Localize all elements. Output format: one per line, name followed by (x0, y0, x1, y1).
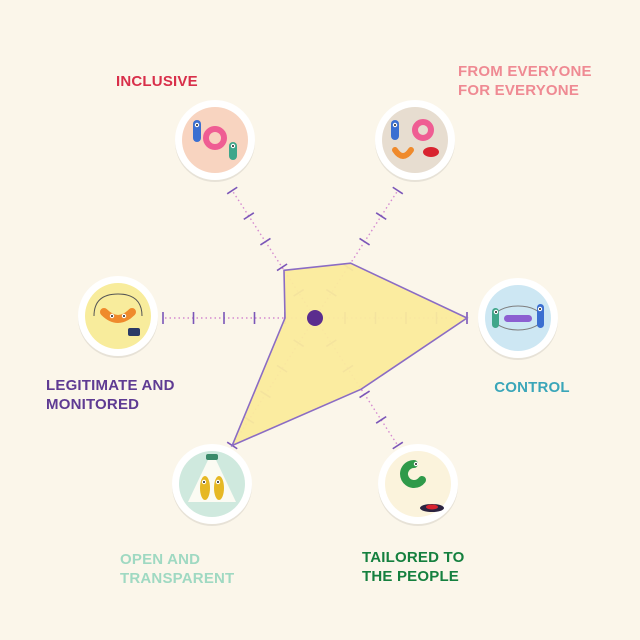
axis-line-inclusive (231, 190, 316, 319)
label-tailored-to-the-people: TAILORED TO THE PEOPLE (362, 549, 465, 585)
axis-tick (375, 415, 387, 424)
axis-tick (359, 237, 371, 246)
label-from-everyone-for-everyone: FROM EVERYONE FOR EVERYONE (458, 63, 592, 99)
axis-tick (375, 212, 387, 221)
snake-character-icon (378, 444, 458, 526)
axis-line-from_everyone (314, 190, 399, 319)
axis-tick (276, 263, 288, 272)
axis-tick (259, 237, 271, 246)
monitored-character-icon (78, 276, 158, 358)
label-control: CONTROL (494, 379, 570, 396)
axis-line-tailored (314, 317, 399, 446)
axis-tick (243, 212, 255, 221)
eye-character-icon (478, 278, 558, 360)
icon-bubbles (78, 100, 558, 526)
spotlight-characters-icon (172, 444, 252, 526)
radar-shape (230, 262, 469, 448)
axis-tick (392, 441, 404, 450)
donut-characters-icon (375, 100, 455, 182)
inclusive-characters-icon (175, 100, 255, 182)
label-open-and-transparent: OPEN AND TRANSPARENT (120, 551, 235, 587)
axis-tick (359, 390, 371, 399)
axis-tick (226, 186, 238, 195)
label-inclusive: INCLUSIVE (116, 73, 198, 90)
axis-tick (392, 186, 404, 195)
label-legitimate-and-monitored: LEGITIMATE AND MONITORED (46, 377, 175, 413)
radar-center-dot (307, 310, 323, 326)
